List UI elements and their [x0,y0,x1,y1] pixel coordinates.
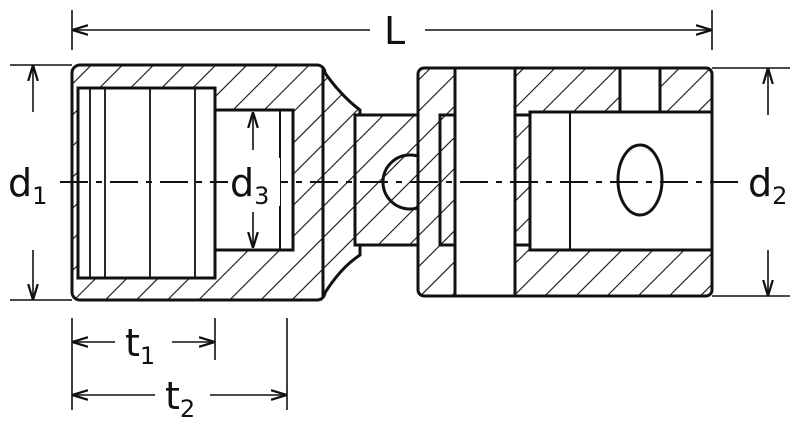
label-t2: t2 [165,374,195,423]
label-length: L [384,9,405,53]
label-d3: d3 [230,161,269,210]
neck [321,65,362,302]
label-t1: t1 [125,321,155,370]
label-d2: d2 [748,161,787,210]
label-d1: d1 [8,161,47,210]
dimension-lines [10,10,790,410]
